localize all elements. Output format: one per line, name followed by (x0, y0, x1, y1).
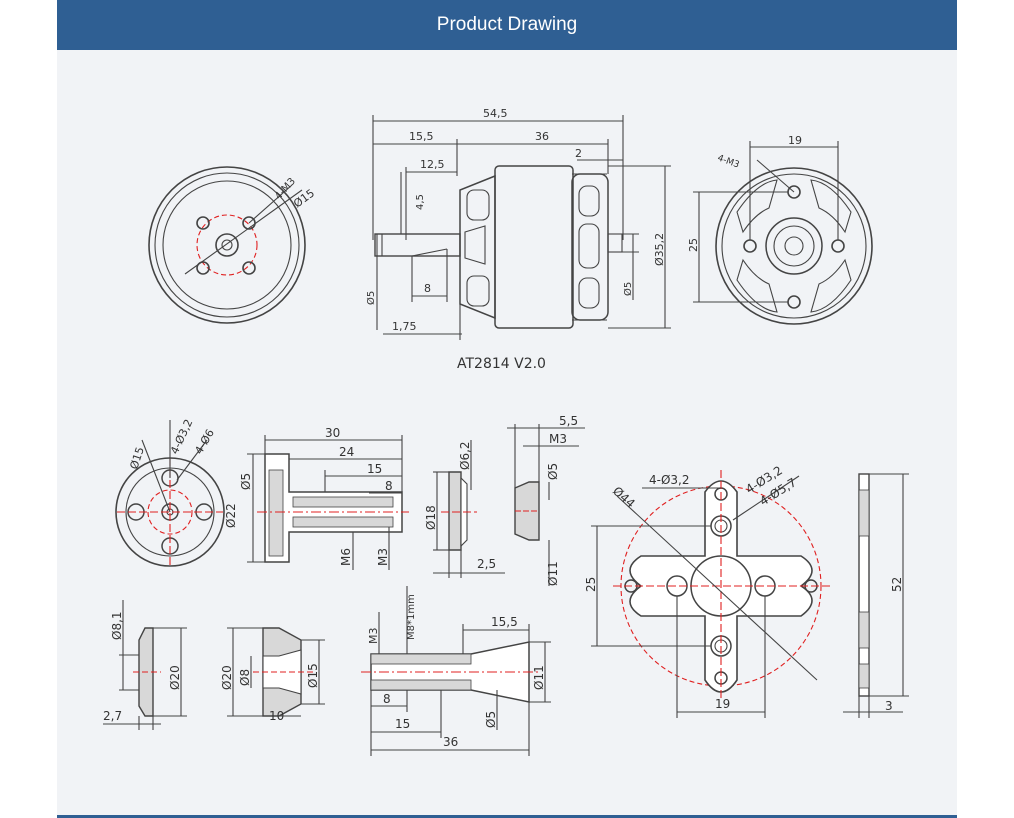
drawing-panel: Product Drawing 4-M3 Ø15 (57, 0, 957, 818)
long-od: Ø11 (532, 665, 546, 690)
shaft-tip: 8 (385, 479, 393, 493)
cone-length: 10 (269, 709, 284, 723)
page-title: Product Drawing (436, 14, 578, 35)
nut-thread: M3 (549, 432, 567, 446)
shaft-inner-thread: M3 (376, 548, 390, 566)
x-mount-side: 52 3 (843, 473, 909, 718)
spacer-thickness: 2,7 (103, 709, 122, 723)
side-shaft-dia: Ø5 (365, 291, 377, 305)
side-flat-depth: 4,5 (415, 194, 426, 210)
washer-section: Ø18 Ø6,2 2,5 (424, 440, 505, 578)
x-mount-dia: Ø44 (610, 484, 638, 511)
shaft-d1: Ø5 (239, 473, 253, 490)
long-total: 36 (443, 735, 458, 749)
shaft-length-2: 24 (339, 445, 354, 459)
side-diameter: Ø35,2 (653, 233, 666, 266)
side-shaft-flat: 12,5 (420, 158, 445, 171)
header-bar: Product Drawing (57, 0, 957, 50)
x-mount-view: Ø44 4-Ø3,2 4-Ø3,2 4-Ø5,7 25 19 (584, 463, 831, 718)
shaft-thread: M6 (339, 548, 353, 566)
motor-rear-view: 19 25 4-M3 (687, 134, 873, 325)
cone-d: Ø8 (238, 669, 252, 686)
nut-d: Ø5 (546, 463, 560, 480)
adapter-holes-b: 4-Ø6 (192, 427, 217, 457)
side-shaft-length: 15,5 (409, 130, 434, 143)
long-mid: 15 (395, 717, 410, 731)
nut-section: 5,5 M3 Ø5 Ø11 (507, 414, 585, 586)
x-mount-holes-a: 4-Ø3,2 (649, 473, 690, 487)
model-name: AT2814 V2.0 (457, 356, 546, 372)
washer-thickness: 2,5 (477, 557, 496, 571)
motor-front-view: 4-M3 Ø15 (148, 166, 317, 324)
side-can-length: 36 (535, 130, 549, 143)
side-length: 54,5 (483, 107, 508, 120)
cone-section: Ø20 Ø8 Ø15 10 (220, 627, 325, 723)
spacer-od: Ø20 (168, 665, 182, 690)
long-shaft-section: M3 M8*1mm 15,5 Ø11 8 15 36 Ø5 (361, 586, 551, 756)
adapter-pcd: Ø15 (127, 445, 146, 471)
nut-od: Ø11 (546, 561, 560, 586)
technical-drawing: 4-M3 Ø15 (103, 107, 909, 756)
side-rear-shaft: Ø5 (622, 282, 634, 296)
shaft-length: 30 (325, 426, 340, 440)
rear-holes-label: 4-M3 (716, 153, 741, 170)
cone-od2: Ø15 (306, 663, 320, 688)
rear-spacing-v: 25 (687, 238, 700, 252)
side-bearing: 2 (575, 147, 582, 160)
side-flat: 8 (424, 282, 431, 295)
front-pcd-label: Ø15 (291, 187, 317, 211)
washer-od: Ø18 (424, 505, 438, 530)
x-mount-height: 52 (890, 577, 904, 592)
spacer-section: Ø8,1 Ø20 2,7 (103, 600, 187, 730)
prop-adapter-front: Ø15 4-Ø3,2 4-Ø6 (115, 417, 225, 567)
x-mount-v: 25 (584, 577, 598, 592)
long-tip: 8 (383, 692, 391, 706)
long-d: Ø5 (484, 711, 498, 728)
washer-d: Ø6,2 (458, 441, 472, 470)
nut-width: 5,5 (559, 414, 578, 428)
rear-spacing-h: 19 (788, 134, 802, 147)
motor-side-view: 54,5 15,5 36 12,5 2 4,5 Ø5 8 1,75 (365, 107, 671, 372)
side-clip: 1,75 (392, 320, 417, 333)
prop-shaft-section: 30 24 15 8 Ø22 Ø5 M6 M3 (224, 426, 409, 570)
bottom-bar (57, 815, 957, 818)
long-thread: M3 (367, 628, 380, 645)
x-mount-thickness: 3 (885, 699, 893, 713)
long-tail-length: 15,5 (491, 615, 518, 629)
x-mount-h: 19 (715, 697, 730, 711)
shaft-d2: Ø22 (224, 503, 238, 528)
cone-od: Ø20 (220, 665, 234, 690)
long-thread-2: M8*1mm (406, 594, 417, 640)
shaft-length-3: 15 (367, 462, 382, 476)
spacer-d: Ø8,1 (110, 611, 124, 640)
